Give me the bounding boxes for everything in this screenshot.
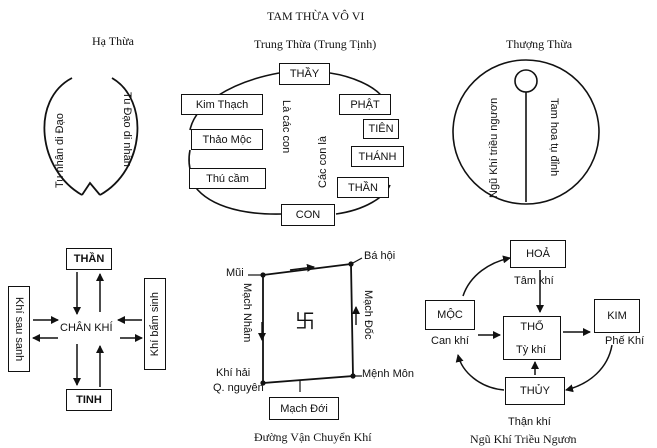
mach-nham-text: Mạch Nhâm xyxy=(241,283,253,343)
ha-thua-heading: Hạ Thừa xyxy=(92,34,134,48)
thao-moc-box: Thảo Mộc xyxy=(191,129,263,150)
tinh-box: TINH xyxy=(66,389,112,411)
ty-khi-label: Tỳ khí xyxy=(516,344,546,356)
tho-box: THỔ xyxy=(503,316,561,360)
thuong-thua-right-text: Tam hoa tụ đỉnh xyxy=(548,98,560,177)
khi-sau-sanh-box: Khí sau sanh xyxy=(8,286,30,372)
ngu-khi-lines xyxy=(455,255,613,393)
thuong-thua-lines xyxy=(452,59,600,205)
chan-khi-center: CHÂN KHÍ xyxy=(60,322,113,334)
thuong-thua-left-text: Ngũ Khí triều ngươn xyxy=(488,97,500,198)
khi-sau-sanh-text: Khí sau sanh xyxy=(13,296,25,362)
ha-thua-left-text: Tu nhân di Đạo xyxy=(54,113,66,188)
page-title: TAM THỪA VÔ VI xyxy=(267,9,365,23)
moc-box: MỘC xyxy=(425,300,475,330)
khi-bam-sinh-box: Khí bẩm sinh xyxy=(144,278,166,370)
thuong-thua-heading: Thượng Thừa xyxy=(506,37,573,51)
ngu-khi-caption: Ngũ Khí Triều Ngươn xyxy=(470,432,577,446)
cac-con-la-text: Các con là xyxy=(317,136,329,188)
phe-khi-label: Phế Khí xyxy=(605,335,645,347)
duong-van-chuyen-dots xyxy=(260,261,356,386)
tien-box: TIÊN xyxy=(363,119,399,139)
kim-box: KIM xyxy=(594,299,640,333)
mach-doi-box: Mạch Đới xyxy=(269,397,339,420)
con-box: CON xyxy=(281,204,335,226)
chan-khi-arrows xyxy=(32,272,143,387)
than-box: THẦN xyxy=(337,177,389,198)
swastika-symbol: 卐 xyxy=(295,311,315,333)
than-khi-label: Thận khí xyxy=(508,416,551,428)
thuy-box: THỦY xyxy=(505,377,565,405)
ba-hoi-label: Bá hội xyxy=(364,250,396,262)
duong-van-caption: Đường Vận Chuyển Khí xyxy=(254,430,372,444)
khi-hai-label: Khí hải xyxy=(216,367,251,379)
mach-doc-text: Mạch Đốc xyxy=(362,290,374,340)
thay-box: THẦY xyxy=(279,63,330,85)
than-box-2: THẦN xyxy=(66,248,112,270)
trung-thua-heading: Trung Thừa (Trung Tịnh) xyxy=(254,37,377,51)
la-cac-con-text: Là các con xyxy=(280,100,292,154)
can-khi-label: Can khí xyxy=(431,335,469,347)
hoa-box: HOẢ xyxy=(510,240,566,268)
mui-label: Mũi xyxy=(226,267,244,279)
khi-bam-sinh-text: Khí bẩm sinh xyxy=(149,291,161,357)
q-nguyen-label: Q. nguyên xyxy=(213,382,264,394)
menh-mon-label: Mệnh Môn xyxy=(362,368,414,380)
thu-cam-box: Thú cầm xyxy=(189,168,266,189)
ha-thua-right-text: Tu Đạo di nhân xyxy=(121,92,133,167)
ha-thua-arcs xyxy=(43,77,139,196)
phat-box: PHẬT xyxy=(339,94,391,115)
thanh-box: THÁNH xyxy=(351,146,404,167)
kim-thach-box: Kim Thạch xyxy=(181,94,263,115)
tam-khi-label: Tâm khí xyxy=(514,275,554,287)
